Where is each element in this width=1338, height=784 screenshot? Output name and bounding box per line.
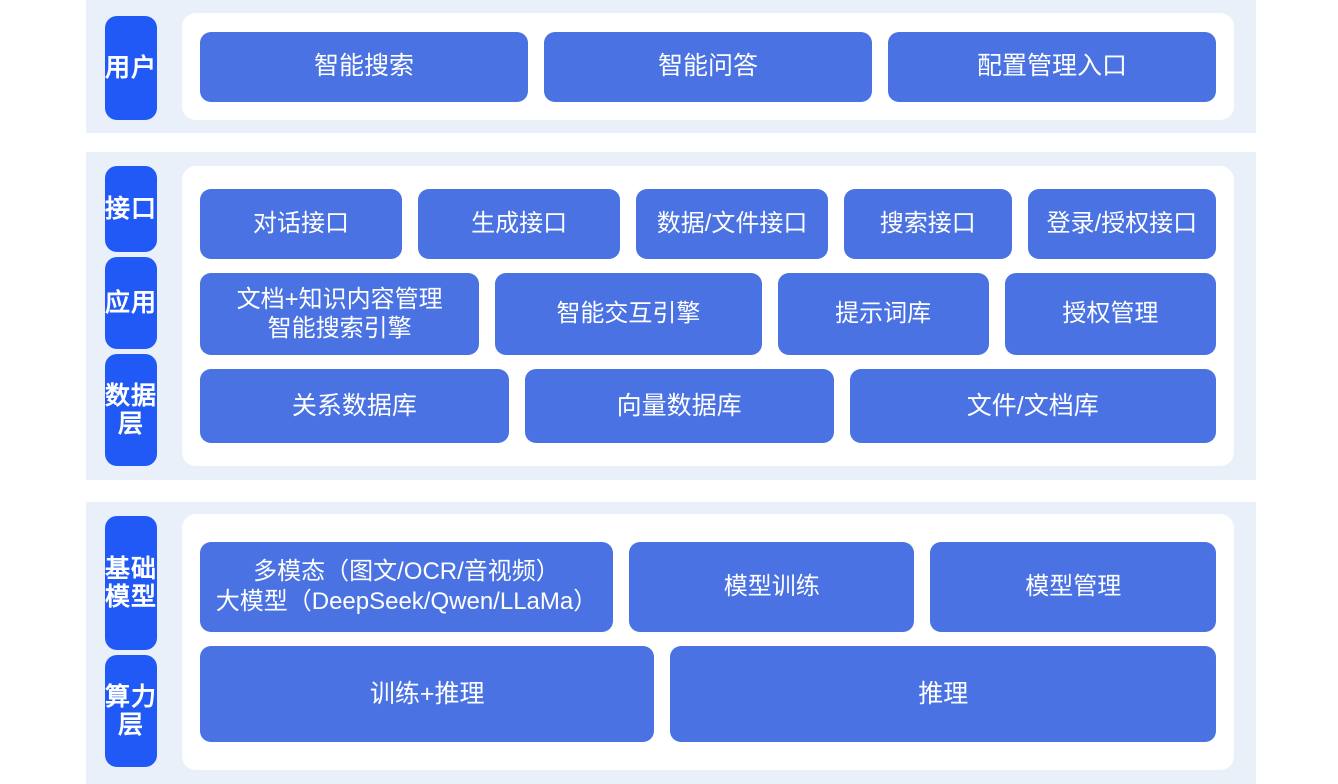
box-vector-database[interactable]: 向量数据库 xyxy=(524,369,834,443)
layer-rail-user: 用户 xyxy=(86,0,182,133)
box-file-document-store[interactable]: 文件/文档库 xyxy=(849,369,1216,443)
box-inference[interactable]: 推理 xyxy=(670,646,1216,742)
box-doc-knowledge-content-management[interactable]: 文档+知识内容管理 智能搜索引擎 xyxy=(200,273,480,355)
box-login-auth-api[interactable]: 登录/授权接口 xyxy=(1027,189,1216,259)
layer-rail-middle: 接口 应用 数据层 xyxy=(86,152,182,480)
box-generation-api[interactable]: 生成接口 xyxy=(418,189,621,259)
section-user: 用户 智能搜索 智能问答 配置管理入口 xyxy=(86,0,1256,133)
box-intelligent-interaction-engine[interactable]: 智能交互引擎 xyxy=(495,273,762,355)
box-search-api[interactable]: 搜索接口 xyxy=(843,189,1012,259)
card-bottom: 多模态（图文/OCR/音视频） 大模型（DeepSeek/Qwen/LLaMa）… xyxy=(182,514,1234,770)
box-prompt-library[interactable]: 提示词库 xyxy=(777,273,989,355)
box-intelligent-search[interactable]: 智能搜索 xyxy=(200,31,528,102)
box-config-management-entry[interactable]: 配置管理入口 xyxy=(888,31,1216,102)
layer-tab-application[interactable]: 应用 xyxy=(105,257,157,349)
box-intelligent-qa[interactable]: 智能问答 xyxy=(544,31,872,102)
row-foundation-model: 多模态（图文/OCR/音视频） 大模型（DeepSeek/Qwen/LLaMa）… xyxy=(200,542,1216,632)
layer-tab-foundation-model[interactable]: 基础模型 xyxy=(105,516,157,650)
row-compute: 训练+推理 推理 xyxy=(200,646,1216,742)
layer-tab-data[interactable]: 数据层 xyxy=(105,354,157,466)
layer-tab-compute[interactable]: 算力层 xyxy=(105,655,157,767)
row-interface: 对话接口 生成接口 数据/文件接口 搜索接口 登录/授权接口 xyxy=(200,189,1216,259)
layer-tab-interface[interactable]: 接口 xyxy=(105,166,157,252)
box-training-inference[interactable]: 训练+推理 xyxy=(200,646,655,742)
layer-tab-user[interactable]: 用户 xyxy=(105,16,157,120)
box-authorization-management[interactable]: 授权管理 xyxy=(1004,273,1216,355)
box-model-training[interactable]: 模型训练 xyxy=(628,542,915,632)
row-data: 关系数据库 向量数据库 文件/文档库 xyxy=(200,369,1216,443)
card-middle: 对话接口 生成接口 数据/文件接口 搜索接口 登录/授权接口 文档+知识内容管理… xyxy=(182,166,1234,466)
row-user: 智能搜索 智能问答 配置管理入口 xyxy=(200,31,1216,102)
section-middle: 接口 应用 数据层 对话接口 生成接口 数据/文件接口 搜索接口 登录/授权接口… xyxy=(86,152,1256,480)
box-multimodal-large-model[interactable]: 多模态（图文/OCR/音视频） 大模型（DeepSeek/Qwen/LLaMa） xyxy=(200,542,613,632)
section-bottom: 基础模型 算力层 多模态（图文/OCR/音视频） 大模型（DeepSeek/Qw… xyxy=(86,502,1256,784)
box-relational-database[interactable]: 关系数据库 xyxy=(200,369,509,443)
layer-rail-bottom: 基础模型 算力层 xyxy=(86,502,182,784)
row-application: 文档+知识内容管理 智能搜索引擎 智能交互引擎 提示词库 授权管理 xyxy=(200,273,1216,355)
box-data-file-api[interactable]: 数据/文件接口 xyxy=(636,189,828,259)
card-user: 智能搜索 智能问答 配置管理入口 xyxy=(182,13,1234,120)
box-dialog-api[interactable]: 对话接口 xyxy=(200,189,403,259)
box-model-management[interactable]: 模型管理 xyxy=(930,542,1216,632)
